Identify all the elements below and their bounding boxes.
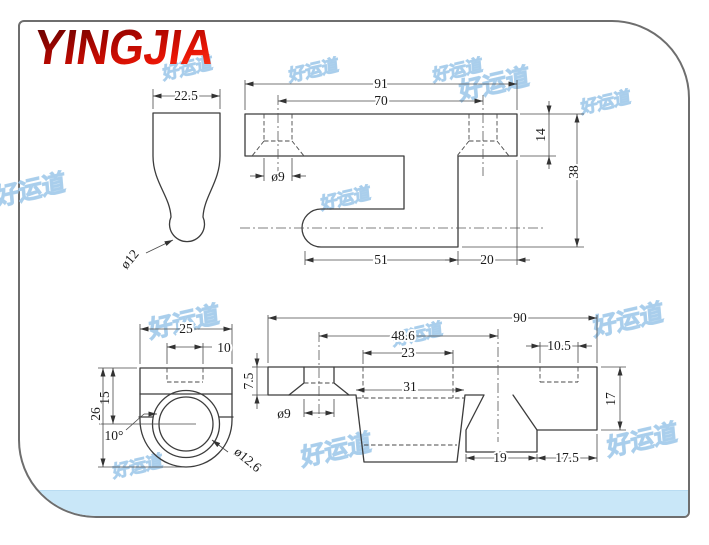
bottom-blue-band bbox=[20, 490, 688, 516]
dim-bottom-slot-top: 23 bbox=[401, 345, 415, 360]
bar-outline bbox=[244, 113, 518, 248]
dim-bottom-tail: 17.5 bbox=[555, 450, 579, 465]
dim-bottom-slot-right: 10.5 bbox=[547, 338, 571, 353]
dim-bar-hole-spacing: 70 bbox=[374, 93, 388, 108]
stem-outline bbox=[152, 112, 221, 243]
dim-bottom-step-height: 17 bbox=[603, 392, 618, 406]
dim-barrel-height: 26 bbox=[88, 407, 103, 421]
dim-barrel-width: 25 bbox=[179, 321, 193, 336]
dim-bar-height: 14 bbox=[533, 128, 548, 142]
dim-bar-overall: 91 bbox=[374, 76, 388, 91]
dim-stem-hole: ø12 bbox=[117, 247, 142, 272]
dim-bottom-overall: 90 bbox=[513, 310, 527, 325]
dim-bottom-hole-dia: ø9 bbox=[277, 406, 291, 421]
dim-bottom-bar-thickness: 7.5 bbox=[241, 372, 256, 389]
dim-barrel-angle: 10° bbox=[105, 428, 124, 443]
view-side-stem: 25 10 15 26 10° ø12.6 bbox=[86, 319, 267, 477]
dim-barrel-bore: ø12.6 bbox=[231, 444, 264, 475]
view-bottom-bar: 90 48.6 23 31 10.5 7.5 17 19 17.5 bbox=[239, 308, 626, 467]
view-front-bar: 91 70 ø9 14 38 51 20 bbox=[240, 74, 584, 269]
dim-stem-width: 22.5 bbox=[174, 88, 198, 103]
barrel-outline bbox=[139, 367, 233, 468]
brand-logo: YINGJIA bbox=[30, 20, 218, 75]
dim-barrel-upper-height: 15 bbox=[97, 391, 112, 405]
view-front-stem: 22.5 ø12 bbox=[115, 86, 221, 274]
dim-bottom-catch-width: 19 bbox=[493, 450, 507, 465]
bottom-bar-outline bbox=[267, 366, 598, 463]
dim-bottom-center-span: 48.6 bbox=[391, 328, 415, 343]
dim-bar-arm-length: 51 bbox=[374, 252, 388, 267]
brand-logo-text: YINGJIA bbox=[30, 20, 218, 75]
dim-bar-total-height: 38 bbox=[566, 165, 581, 179]
dim-barrel-slot: 10 bbox=[217, 340, 231, 355]
dim-bar-tail: 20 bbox=[480, 252, 494, 267]
dim-bottom-arm-width: 31 bbox=[403, 379, 417, 394]
dim-bar-hole-dia: ø9 bbox=[271, 169, 285, 184]
